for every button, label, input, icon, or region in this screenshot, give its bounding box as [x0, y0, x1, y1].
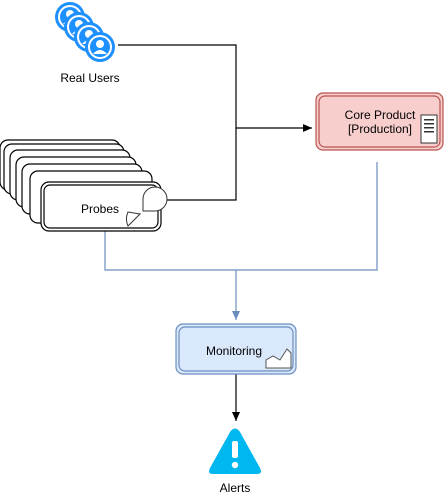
core-product-node: [315, 92, 444, 151]
warning-icon: [209, 428, 261, 474]
probes-node: [0, 139, 168, 232]
pie-chart-icon: [126, 186, 168, 227]
core-product-label-line2: [Production]: [347, 122, 413, 136]
area-chart-icon: [265, 348, 292, 369]
monitoring-node: [175, 323, 297, 375]
core-product-label-line1: Core Product: [344, 108, 416, 122]
edge-probes-to-core-product: [162, 128, 237, 201]
server-icon: [420, 114, 438, 144]
edge-core-product-to-monitoring: [232, 162, 378, 320]
alerts-label: Alerts: [219, 481, 251, 495]
monitoring-label: Monitoring: [205, 344, 263, 358]
real-users-label: Real Users: [60, 71, 120, 85]
edge-probes-to-monitoring: [104, 231, 236, 271]
user-group-icon: [55, 2, 115, 62]
edge-real-users-to-core-product: [118, 44, 312, 132]
probes-label: Probes: [81, 202, 120, 216]
edges: [104, 44, 378, 421]
